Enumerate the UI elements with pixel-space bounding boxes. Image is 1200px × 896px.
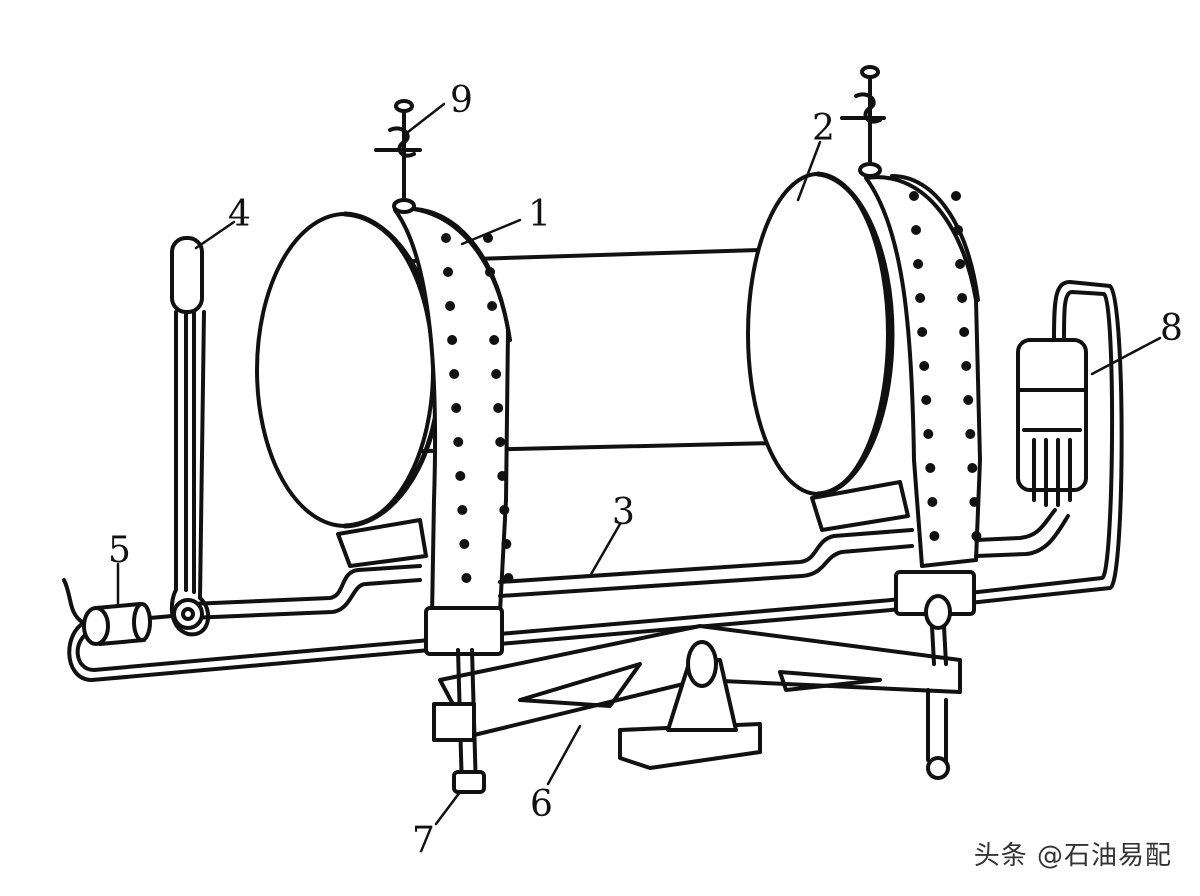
band-hole (449, 369, 460, 379)
band-hole (455, 471, 466, 481)
band-hole (495, 437, 506, 447)
band-hole (443, 267, 454, 277)
band-hole (921, 395, 932, 405)
band-hole (951, 191, 961, 201)
band-hole (969, 497, 980, 507)
band-hole (925, 463, 936, 473)
callout-2: 2 (812, 108, 835, 149)
callout-8: 8 (1160, 308, 1183, 349)
band-hole (485, 267, 496, 277)
pneumatic-cylinder (1016, 338, 1088, 507)
band-hole (457, 505, 468, 515)
right-drum-flange (746, 171, 895, 497)
band-hole (501, 539, 512, 549)
band-hole (953, 225, 964, 235)
band-hole (965, 429, 976, 439)
band-hole (459, 539, 470, 549)
brake-shaft (188, 508, 1070, 620)
callout-7: 7 (412, 820, 435, 861)
brake-handle (169, 236, 210, 637)
band-hole (497, 471, 508, 481)
band-hole (957, 293, 968, 303)
band-hole (913, 259, 924, 269)
band-hole (451, 403, 462, 413)
band-hole (445, 301, 456, 311)
band-hole (453, 437, 464, 447)
band-hole (919, 361, 930, 371)
band-hole (923, 429, 934, 439)
band-hole (927, 497, 938, 507)
band-hole (909, 191, 919, 201)
brake-band-holes (441, 191, 982, 583)
band-hole (491, 369, 502, 379)
left-adjusting-rod (424, 606, 504, 794)
band-hole (967, 463, 978, 473)
callout-6: 6 (530, 784, 553, 825)
band-saddles (336, 480, 910, 568)
band-hole (499, 505, 510, 515)
callout-labels: 1 2 3 4 5 6 7 8 9 (108, 80, 1183, 861)
right-adjusting-rod (894, 570, 976, 780)
band-hole (955, 259, 966, 269)
right-adjusting-screw (840, 65, 886, 178)
callout-1: 1 (528, 194, 551, 235)
band-hole (961, 361, 972, 371)
left-adjusting-screw (374, 99, 422, 214)
band-hole (487, 301, 498, 311)
callout-5: 5 (108, 530, 131, 571)
left-drum-flange (255, 211, 443, 529)
callout-leaders (116, 102, 1162, 826)
air-pipe (67, 280, 1124, 682)
band-hole (489, 335, 500, 345)
watermark: 头条 @石油易配 (973, 841, 1172, 871)
band-hole (441, 233, 451, 243)
band-hole (963, 395, 974, 405)
band-hole (493, 403, 504, 413)
callout-4: 4 (228, 194, 251, 235)
band-hole (503, 573, 514, 583)
band-hole (917, 327, 928, 337)
callout-9: 9 (450, 80, 473, 121)
band-hole (915, 293, 926, 303)
balance-beam (438, 624, 962, 770)
band-hole (447, 335, 458, 345)
band-hole (483, 233, 493, 243)
left-brake-band (393, 206, 512, 618)
band-hole (929, 531, 940, 541)
band-hole (461, 573, 472, 583)
band-hole (971, 531, 982, 541)
band-hole (911, 225, 922, 235)
band-hole (959, 327, 970, 337)
callout-3: 3 (612, 492, 635, 533)
right-brake-band (864, 174, 982, 568)
